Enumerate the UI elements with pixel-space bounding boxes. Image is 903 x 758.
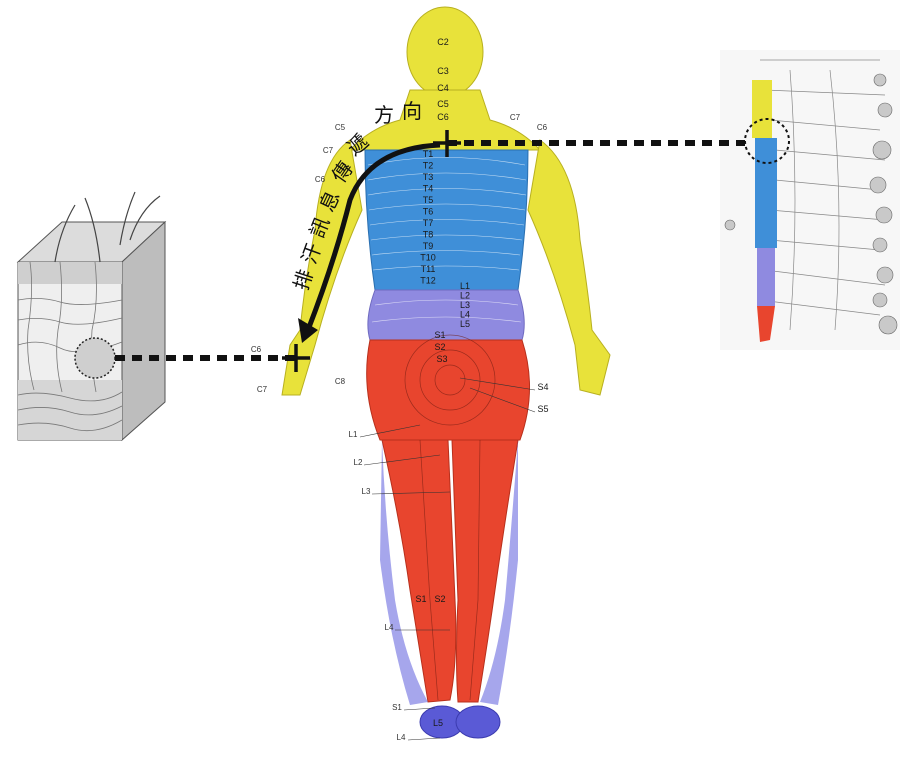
arrow-caption-char: 方: [374, 103, 394, 127]
label-c6: C6: [437, 112, 449, 122]
label-s5: S5: [537, 404, 548, 414]
label-t11: T11: [421, 264, 436, 274]
label-leg-l4: L4: [385, 623, 394, 632]
label-l2: L2: [460, 291, 470, 301]
label-leg-s1: S1: [392, 703, 402, 712]
label-c7: C7: [323, 146, 334, 155]
label-t6: T6: [423, 207, 434, 217]
label-c6: C6: [537, 123, 548, 132]
label-calf-s1: S1: [415, 594, 426, 604]
label-l3: L3: [460, 300, 470, 310]
label-t5: T5: [423, 195, 434, 205]
label-t7: T7: [423, 218, 434, 228]
label-t9: T9: [423, 241, 434, 251]
label-c3: C3: [437, 66, 449, 76]
label-s4: S4: [537, 382, 548, 392]
label-t3: T3: [423, 172, 434, 182]
label-leg-l1: L1: [349, 430, 358, 439]
label-c7: C7: [510, 113, 521, 122]
label-foot-l5: L5: [433, 718, 443, 728]
label-t12: T12: [420, 276, 436, 286]
label-calf-s2: S2: [434, 594, 445, 604]
label-leg-l3: L3: [362, 487, 371, 496]
label-s3: S3: [436, 354, 447, 364]
skin-cross-section-illustration: [18, 192, 165, 440]
label-c5: C5: [437, 99, 449, 109]
label-s1: S1: [434, 330, 445, 340]
leader-line: [408, 738, 440, 740]
label-t8: T8: [423, 230, 434, 240]
label-c2: C2: [437, 37, 449, 47]
label-l1: L1: [460, 281, 470, 291]
label-c8: C8: [335, 377, 346, 386]
label-t2: T2: [423, 161, 434, 171]
label-c4: C4: [437, 83, 449, 93]
label-t1: T1: [423, 149, 434, 159]
label-t10: T10: [420, 253, 436, 263]
label-l4: L4: [460, 310, 470, 320]
label-c7: C7: [257, 385, 268, 394]
label-c6: C6: [251, 345, 262, 354]
label-t4: T4: [423, 184, 434, 194]
label-s2: S2: [434, 342, 445, 352]
label-c5: C5: [335, 123, 346, 132]
arrow-caption-char: 向: [402, 99, 422, 123]
label-c6: C6: [315, 175, 326, 184]
label-l5: L5: [460, 319, 470, 329]
label-leg-l2: L2: [354, 458, 363, 467]
spinal-cord-sympathetic-chain-illustration: [720, 50, 900, 350]
label-leg-l4: L4: [397, 733, 406, 742]
